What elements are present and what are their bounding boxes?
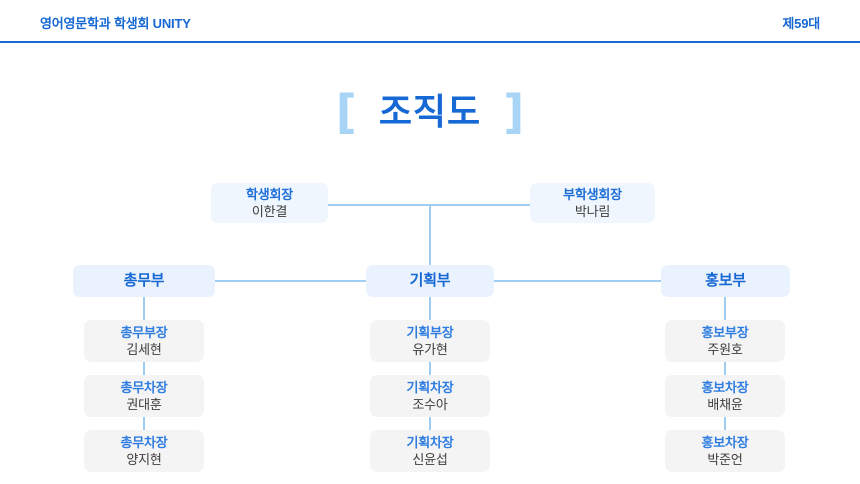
node-vice-president[interactable]: 부학생회장 박나림	[530, 183, 655, 223]
connector-publicity-1	[724, 297, 726, 320]
connector-general-affairs-2	[143, 362, 145, 377]
node-member-general-affairs-2[interactable]: 총무차장 권대훈	[84, 375, 204, 417]
connector-exec-to-planning	[429, 204, 431, 266]
department-name: 기획부	[409, 272, 451, 290]
member-role: 기획차장	[406, 434, 454, 450]
vice-president-role: 부학생회장	[563, 186, 622, 202]
president-name: 이한결	[251, 204, 288, 219]
connector-dept-right	[494, 280, 661, 282]
bracket-left-decoration: [	[335, 85, 357, 139]
node-president[interactable]: 학생회장 이한결	[211, 183, 328, 223]
member-name: 신윤섭	[412, 452, 448, 467]
member-role: 총무차장	[120, 434, 168, 450]
president-role: 학생회장	[245, 186, 294, 202]
node-member-publicity-2[interactable]: 홍보차장 배채윤	[665, 375, 785, 417]
member-name: 권대훈	[126, 397, 162, 412]
department-name: 홍보부	[705, 272, 746, 290]
department-name: 총무부	[123, 272, 165, 290]
connector-dept-left	[215, 280, 366, 282]
node-department-general-affairs[interactable]: 총무부	[73, 265, 215, 297]
connector-planning-3	[429, 417, 431, 432]
vice-president-name: 박나림	[574, 204, 611, 219]
member-name: 주원호	[707, 342, 743, 357]
node-member-general-affairs-3[interactable]: 총무차장 양지현	[84, 430, 204, 472]
member-name: 조수아	[412, 397, 448, 412]
member-role: 기획부장	[406, 324, 454, 340]
member-role: 총무차장	[120, 379, 168, 395]
node-member-publicity-1[interactable]: 홍보부장 주원호	[665, 320, 785, 362]
node-member-planning-2[interactable]: 기획차장 조수아	[370, 375, 490, 417]
connector-planning-1	[429, 297, 431, 320]
connector-general-affairs-3	[143, 417, 145, 432]
brand-title: 영어영문학과 학생회 UNITY	[40, 16, 191, 31]
page-title-block: [ 조직도 ]	[0, 86, 860, 138]
node-member-planning-3[interactable]: 기획차장 신윤섭	[370, 430, 490, 472]
node-department-planning[interactable]: 기획부	[366, 265, 494, 297]
node-department-publicity[interactable]: 홍보부	[661, 265, 790, 297]
connector-planning-2	[429, 362, 431, 377]
member-name: 유가현	[412, 342, 448, 357]
member-name: 양지현	[126, 452, 162, 467]
member-name: 배채윤	[707, 397, 743, 412]
connector-general-affairs-1	[143, 297, 145, 320]
member-role: 기획차장	[406, 379, 454, 395]
site-header: 영어영문학과 학생회 UNITY 제59대	[0, 0, 860, 43]
connector-publicity-2	[724, 362, 726, 377]
member-role: 홍보차장	[701, 434, 749, 450]
node-member-publicity-3[interactable]: 홍보차장 박준언	[665, 430, 785, 472]
node-member-planning-1[interactable]: 기획부장 유가현	[370, 320, 490, 362]
bracket-right-decoration: ]	[503, 85, 525, 139]
node-member-general-affairs-1[interactable]: 총무부장 김세현	[84, 320, 204, 362]
member-role: 홍보차장	[701, 379, 749, 395]
term-label: 제59대	[782, 16, 820, 31]
page-title: 조직도	[378, 91, 482, 132]
member-name: 박준언	[707, 452, 743, 467]
member-name: 김세현	[126, 342, 162, 357]
connector-publicity-3	[724, 417, 726, 432]
member-role: 홍보부장	[701, 324, 749, 340]
member-role: 총무부장	[120, 324, 168, 340]
